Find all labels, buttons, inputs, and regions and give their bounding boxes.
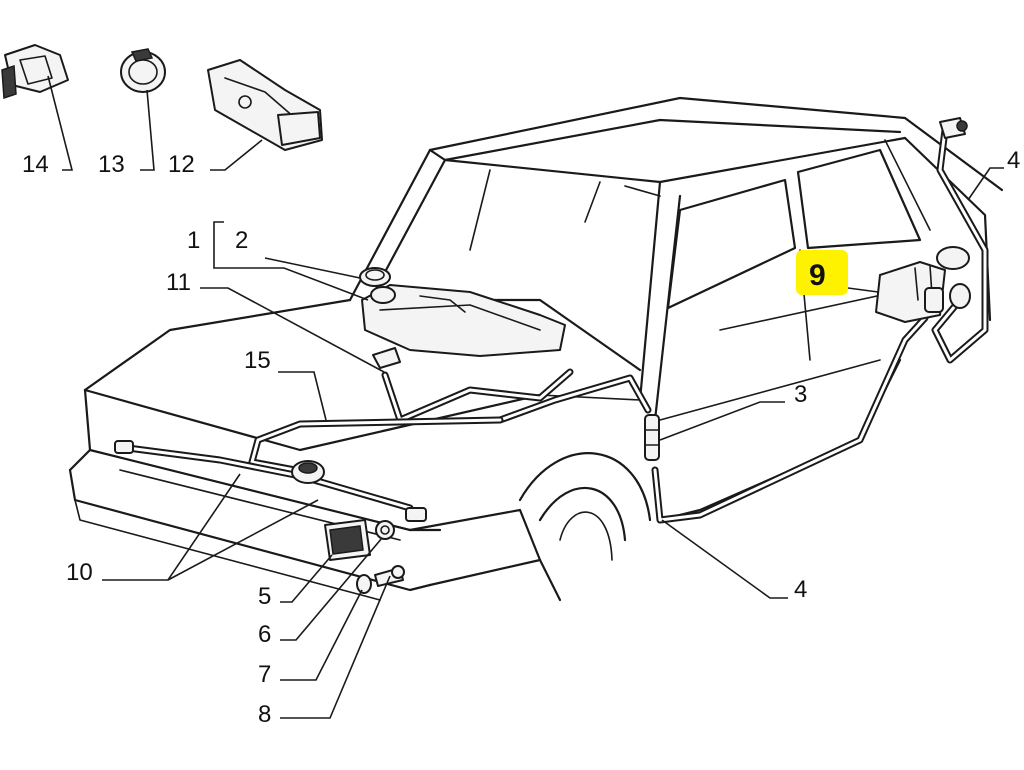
callout-11: 11 [166, 269, 191, 296]
callout-1: 1 [187, 227, 200, 254]
callout-7: 7 [258, 661, 271, 688]
callout-4-top: 4 [1007, 147, 1020, 174]
callout-5: 5 [258, 583, 271, 610]
pump-bracket-5 [324, 519, 371, 561]
highlighted-callout-9: 9 [796, 250, 848, 295]
callout-15: 15 [244, 347, 271, 374]
callout-6: 6 [258, 621, 271, 648]
headlamp-nozzle-left [114, 440, 134, 454]
callout-8: 8 [258, 701, 271, 728]
reservoir-cap [359, 267, 391, 287]
rear-washer-reservoir [875, 246, 971, 323]
bracket-12 [207, 59, 323, 151]
valve-3 [644, 414, 660, 461]
callout-4-bottom: 4 [794, 576, 807, 603]
washer-hoses [124, 126, 989, 524]
washer-nozzle-15 [372, 347, 401, 369]
highlight-box [796, 250, 848, 295]
front-washer-reservoir [361, 284, 566, 357]
leader-lines [47, 75, 1004, 719]
washer-pump [291, 460, 325, 484]
hose-clamp-13 [120, 48, 166, 93]
rear-nozzle [939, 117, 968, 139]
headlamp-nozzle-right [405, 507, 427, 522]
callout-9: 9 [809, 259, 826, 292]
bracket-14 [1, 44, 69, 100]
washer-7 [356, 574, 372, 594]
callout-3: 3 [794, 381, 807, 408]
clip-6 [375, 520, 395, 540]
callout-2: 2 [235, 227, 248, 254]
callout-14: 14 [22, 151, 49, 178]
callout-10: 10 [66, 559, 93, 586]
callout-12: 12 [168, 151, 195, 178]
callout-13: 13 [98, 151, 125, 178]
callout-labels: 14 13 12 1 2 11 15 3 4 4 10 5 6 7 8 [22, 147, 1020, 728]
